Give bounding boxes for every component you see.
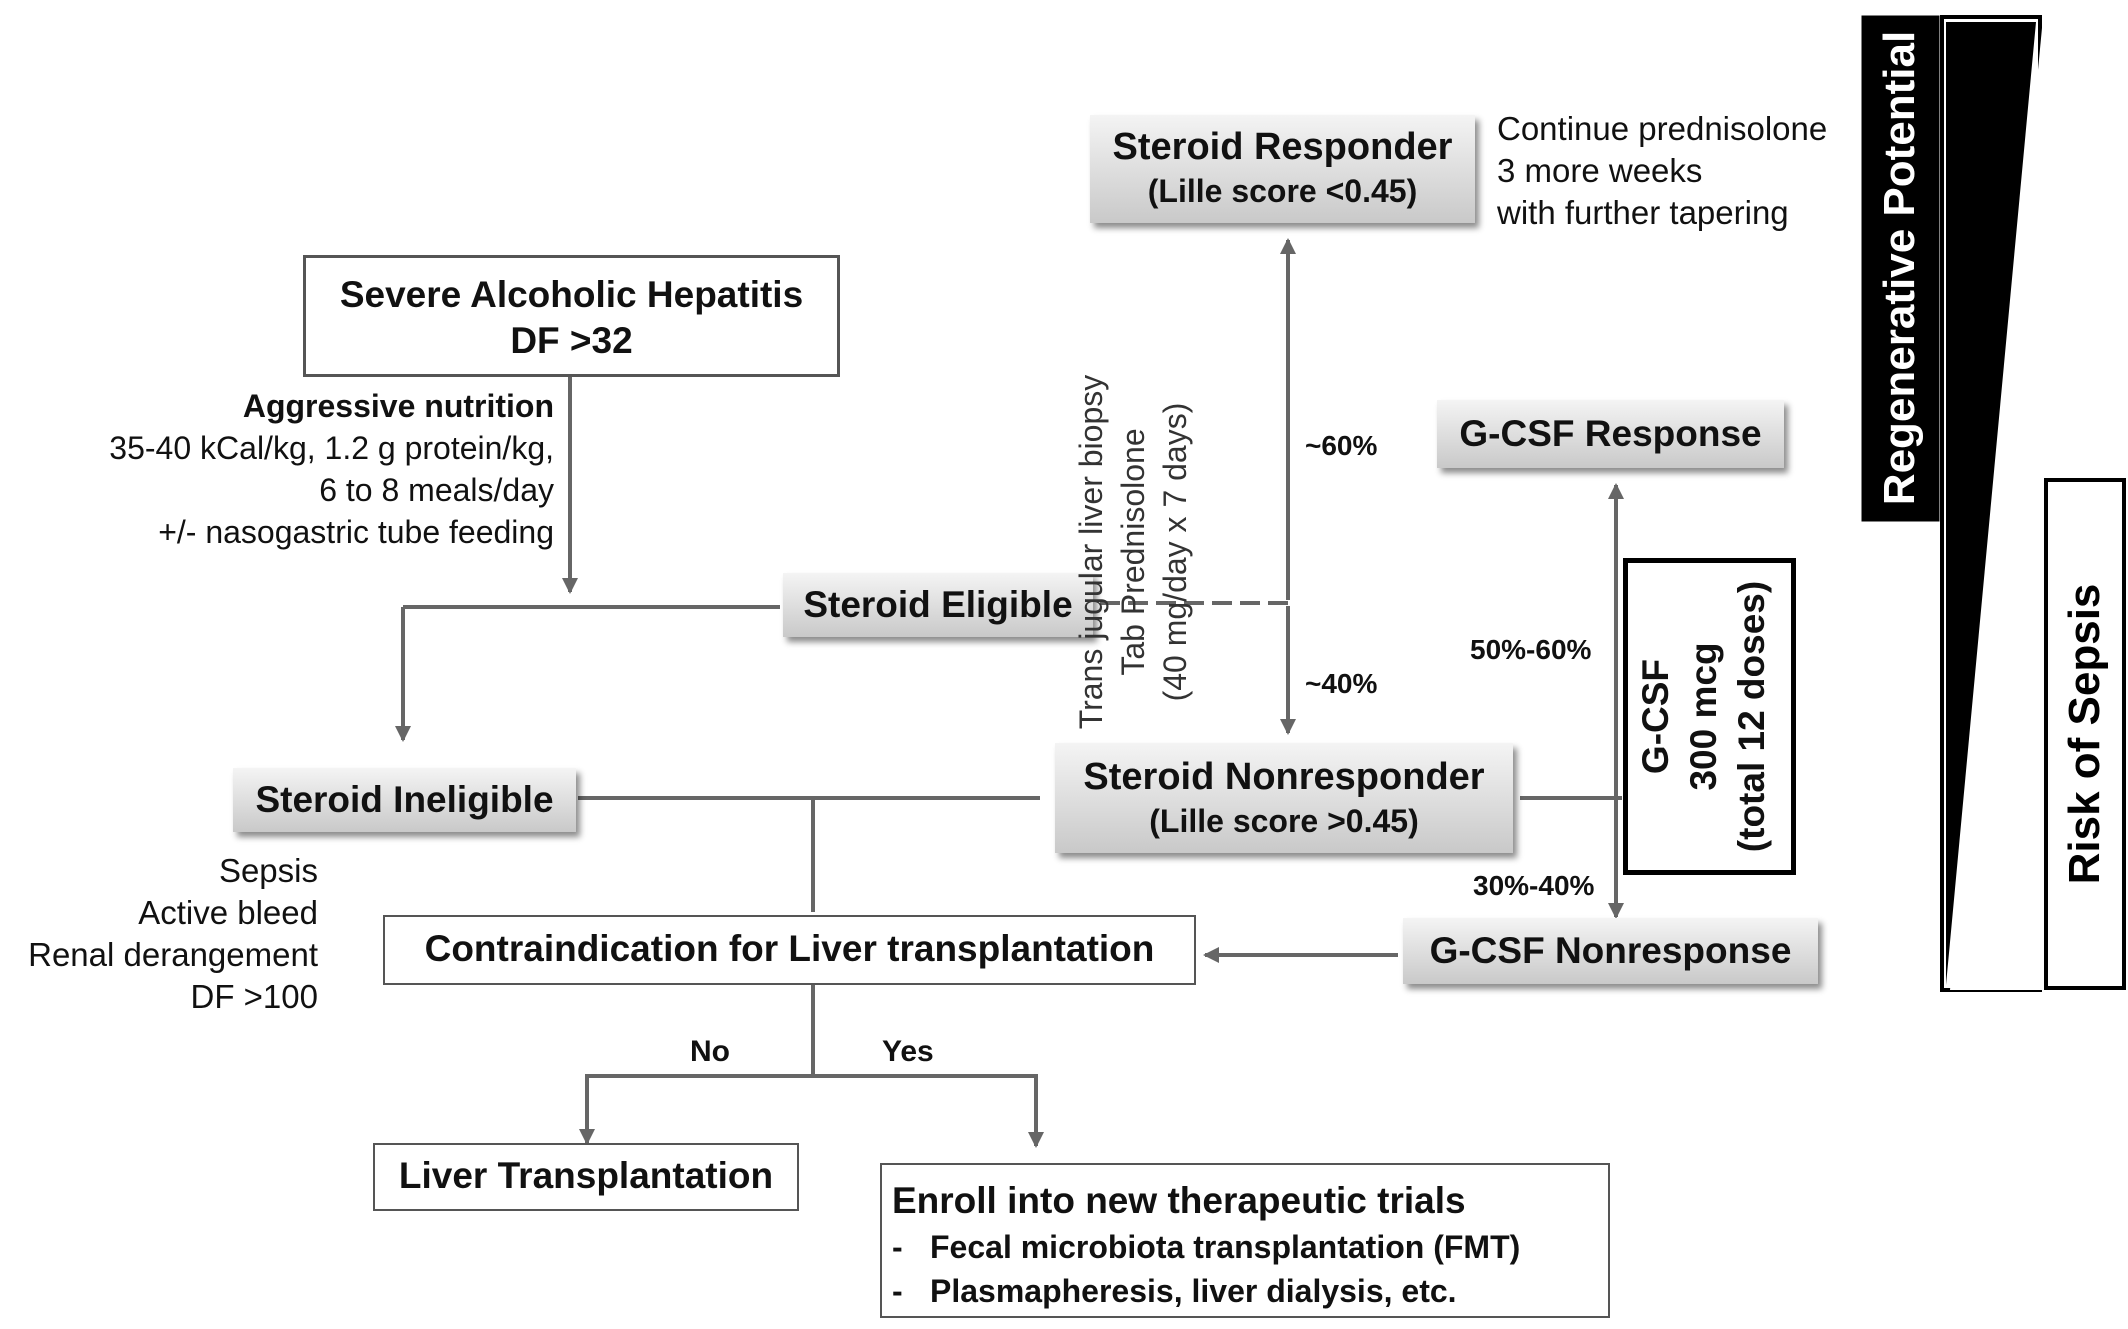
branch-yes: Yes [882, 1035, 934, 1068]
contraindication-box: Contraindication for Liver transplantati… [383, 915, 1196, 985]
nonresponder-title: Steroid Nonresponder [1083, 756, 1485, 798]
eligible-title: Steroid Eligible [803, 584, 1073, 625]
responder-title: Steroid Responder [1112, 126, 1453, 168]
transplant-title: Liver Transplantation [398, 1155, 774, 1196]
severe-sub: DF >32 [510, 320, 633, 361]
ineligible-title: Steroid Ineligible [255, 779, 554, 820]
gcsf-dose-text: G-CSF 300 mcg (total 12 doses) [1632, 563, 1787, 870]
therapeutic-trials-box: Enroll into new therapeutic trials -Feca… [880, 1163, 1610, 1318]
trials-item-2-text: Plasmapheresis, liver dialysis, etc. [930, 1273, 1457, 1309]
course-line-2: Tab Prednisolone [1115, 428, 1151, 676]
nonresponder-sub: (Lille score >0.45) [1149, 803, 1419, 839]
responder-sub: (Lille score <0.45) [1147, 173, 1418, 209]
criteria-active-bleed: Active bleed [138, 894, 318, 931]
steroid-nonresponder-box: Steroid Nonresponder (Lille score >0.45) [1055, 743, 1513, 853]
steroid-eligible-box: Steroid Eligible [783, 573, 1093, 637]
criteria-renal: Renal derangement [28, 936, 318, 973]
steroid-course-text: Trans jugular liver biopsy Tab Prednisol… [1070, 342, 1200, 762]
continue-line-3: with further tapering [1497, 194, 1789, 231]
branch-no: No [690, 1035, 730, 1068]
trials-item-1-text: Fecal microbiota transplantation (FMT) [930, 1229, 1521, 1265]
trials-item-2: -Plasmapheresis, liver dialysis, etc. [892, 1273, 1457, 1309]
gcsf-response-box: G-CSF Response [1437, 400, 1784, 468]
percent-gcsf-50-60: 50%-60% [1470, 634, 1592, 665]
gcsf-dose-box: G-CSF 300 mcg (total 12 doses) [1623, 558, 1796, 875]
percent-60: ~60% [1305, 430, 1378, 461]
nutrition-line-1: 35-40 kCal/kg, 1.2 g protein/kg, [109, 430, 554, 466]
continue-line-2: 3 more weeks [1497, 152, 1703, 189]
percent-gcsf-30-40: 30%-40% [1473, 870, 1595, 901]
criteria-sepsis: Sepsis [218, 852, 318, 889]
steroid-responder-box: Steroid Responder (Lille score <0.45) [1090, 115, 1475, 223]
gcsf-dose-line-1: G-CSF [1635, 658, 1676, 775]
regenerative-label-bg [1861, 15, 1940, 522]
contraindication-title: Contraindication for Liver transplantati… [424, 928, 1155, 969]
gcsf-dose-line-2: 300 mcg [1683, 642, 1724, 791]
continue-line-1: Continue prednisolone [1497, 110, 1828, 147]
gcsf-dose-line-3: (total 12 doses) [1731, 580, 1772, 853]
criteria-df100: DF >100 [190, 978, 319, 1015]
steroid-ineligible-box: Steroid Ineligible [233, 768, 576, 832]
course-line-3: (40 mg/day x 7 days) [1157, 402, 1193, 702]
course-line-1: Trans jugular liver biopsy [1073, 374, 1109, 730]
trials-item-1: -Fecal microbiota transplantation (FMT) [892, 1229, 1521, 1265]
regenerative-wedge-fill [1946, 22, 2036, 985]
sepsis-wedge-fill [1950, 28, 2046, 990]
nutrition-line-2: 6 to 8 meals/day [319, 472, 554, 508]
nutrition-line-3: +/- nasogastric tube feeding [158, 514, 554, 550]
gcsf-nonresponse-box: G-CSF Nonresponse [1403, 918, 1818, 984]
sepsis-label-bg [2044, 478, 2126, 990]
percent-40: ~40% [1305, 668, 1378, 699]
severe-hepatitis-box: Severe Alcoholic Hepatitis DF >32 [303, 255, 840, 377]
risk-of-sepsis-label: Risk of Sepsis [2060, 583, 2109, 885]
trials-title: Enroll into new therapeutic trials [892, 1180, 1466, 1221]
regenerative-potential-label: Regenerative Potential [1875, 30, 1924, 506]
gcsf-response-title: G-CSF Response [1459, 413, 1762, 454]
liver-transplantation-box: Liver Transplantation [373, 1143, 799, 1211]
severe-title: Severe Alcoholic Hepatitis [339, 274, 804, 315]
gcsf-nonresponse-title: G-CSF Nonresponse [1429, 930, 1792, 971]
nutrition-heading: Aggressive nutrition [242, 388, 554, 424]
